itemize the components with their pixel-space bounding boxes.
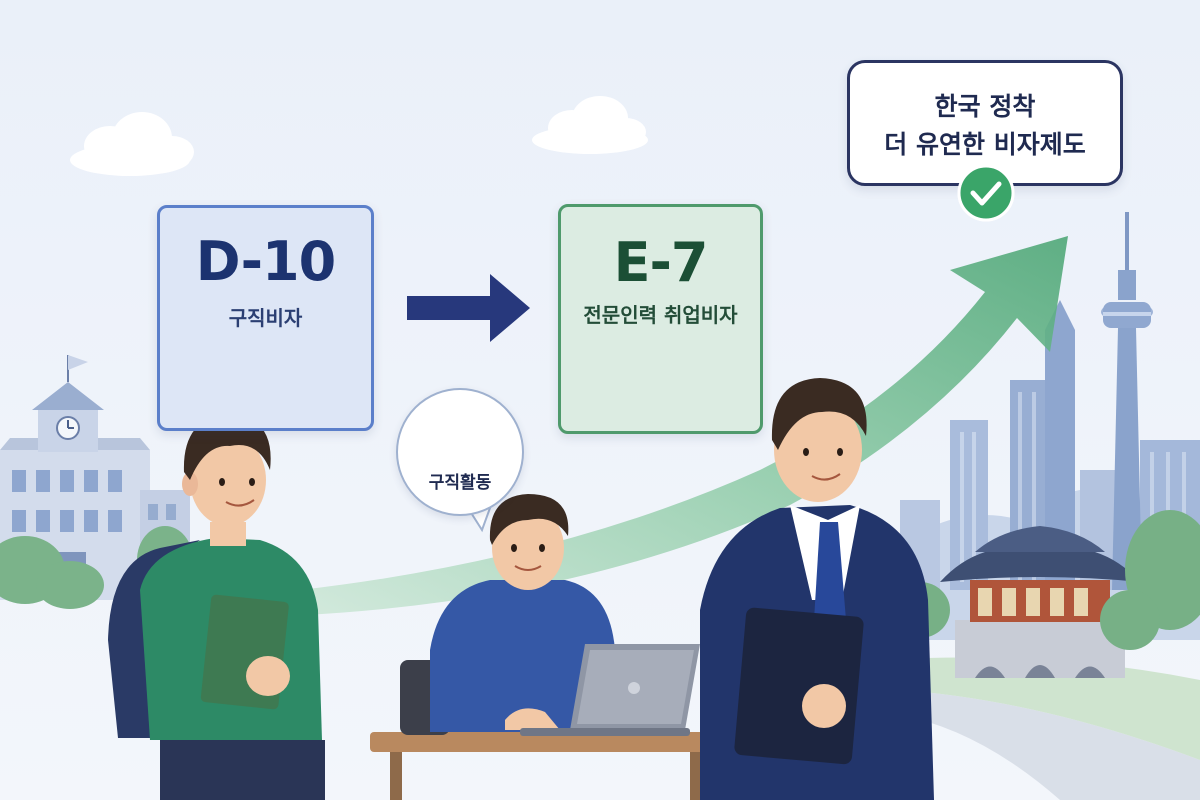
message-bubble: 한국 정착 더 유연한 비자제도 [847, 60, 1123, 186]
visa-card-d10: D-10 구직비자 [157, 205, 374, 431]
traditional-gate [940, 526, 1140, 678]
cloud-left [70, 112, 194, 176]
visa-code-d10: D-10 [195, 230, 336, 293]
person-professional [700, 378, 934, 800]
person-job-seeker [430, 494, 615, 732]
ground-path [900, 690, 1200, 800]
message-line-1: 한국 정착 [934, 92, 1036, 121]
visa-card-e7: E-7 전문인력 취업비자 [558, 204, 763, 434]
transition-arrow-icon [407, 274, 530, 342]
trees-right [890, 510, 1200, 650]
visa-name-e7: 전문인력 취업비자 [583, 303, 738, 327]
activity-label: 구직활동 [428, 473, 492, 493]
seoul-tower [1101, 212, 1153, 590]
laptop-icon [520, 644, 700, 736]
visa-name-d10: 구직비자 [228, 306, 303, 330]
activity-bubble: 구직활동 [396, 388, 524, 516]
check-circle-overlay [957, 164, 1015, 222]
cloud-middle [532, 96, 648, 154]
growth-arrow [300, 236, 1068, 615]
message-line-2: 더 유연한 비자제도 [884, 130, 1086, 159]
ground-grass [880, 657, 1200, 760]
visa-code-e7: E-7 [613, 231, 709, 294]
